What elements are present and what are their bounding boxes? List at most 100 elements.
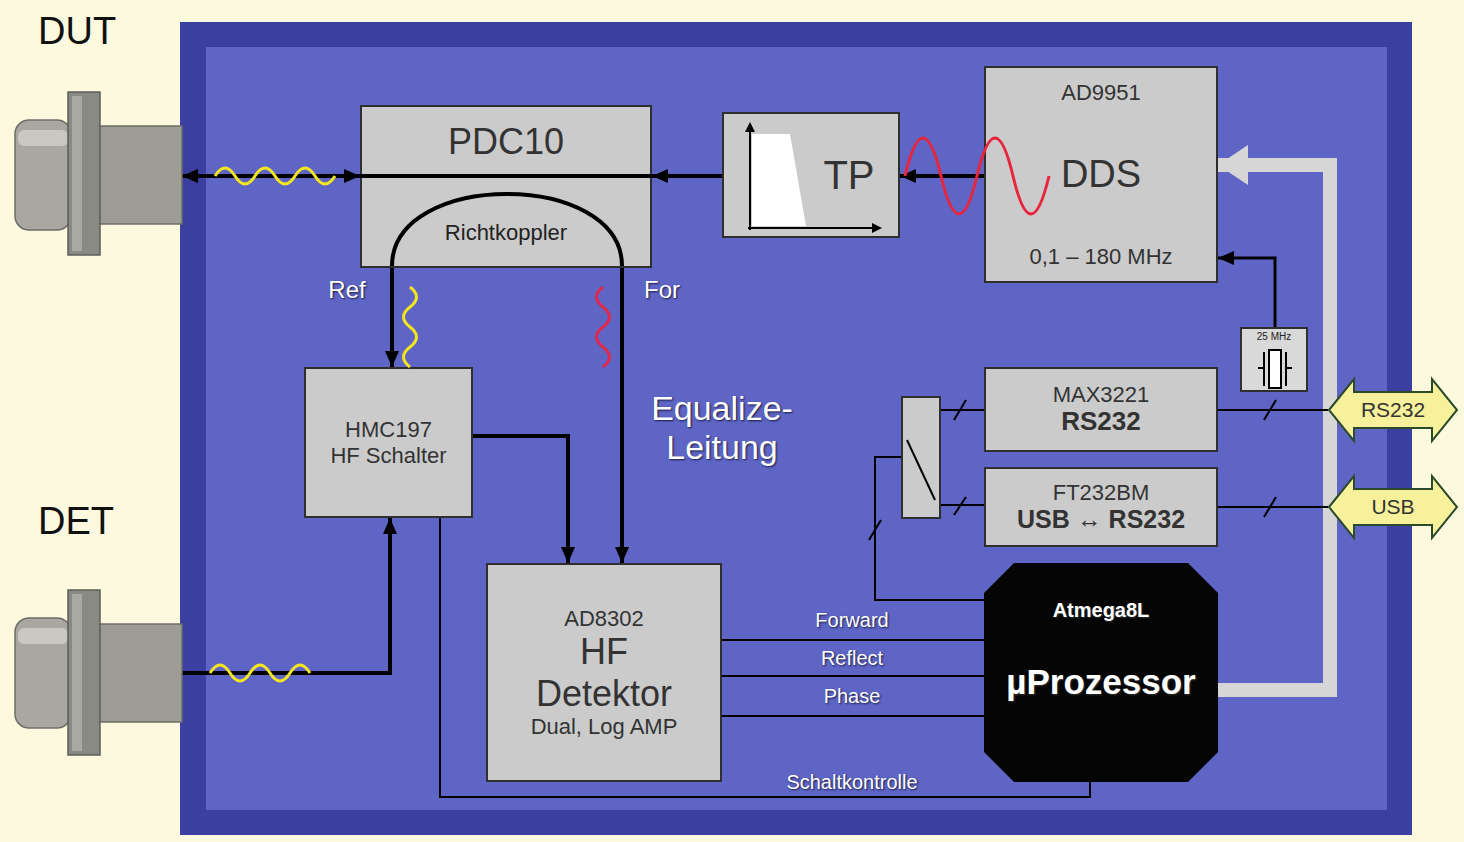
bus-slash-marks bbox=[954, 400, 966, 420]
edge-label-holder: Reflect bbox=[821, 647, 883, 670]
coax-connector bbox=[18, 628, 68, 644]
box-label: Atmega8L bbox=[1053, 599, 1150, 622]
lowpass-symbol bbox=[748, 227, 876, 229]
crystal-symbol bbox=[1269, 350, 1281, 388]
lowpass-symbol bbox=[749, 128, 751, 230]
line-note: Equalize-Leitung bbox=[632, 389, 812, 467]
dds-sine-wave bbox=[905, 138, 1049, 214]
box-label: HF Detektor bbox=[519, 631, 689, 714]
signal-line bbox=[900, 174, 984, 178]
dut-signal-wave bbox=[215, 168, 335, 184]
rf-switch-box: HMC197 HF Schalter bbox=[304, 367, 473, 518]
dds-box: AD9951DDS 0,1 – 180 MHz bbox=[984, 66, 1218, 283]
edge-label-holder: For bbox=[644, 276, 680, 304]
coax-connector bbox=[72, 594, 82, 751]
signal-line bbox=[722, 675, 984, 677]
signal-line bbox=[722, 639, 984, 641]
signal-line bbox=[182, 518, 390, 673]
signal-line bbox=[473, 436, 568, 563]
bus-slash-marks bbox=[869, 400, 1276, 540]
coax-connector bbox=[15, 120, 71, 230]
box-label: HMC197 HF Schalter bbox=[329, 417, 448, 468]
chip-octagon bbox=[984, 563, 1218, 782]
lowpass-symbol bbox=[872, 223, 882, 233]
port-select-switch bbox=[902, 397, 940, 518]
coax-connector bbox=[98, 126, 182, 224]
crystal-box: 25 MHz bbox=[1240, 327, 1308, 392]
box-label: MAX3221 bbox=[1053, 382, 1150, 407]
box-label: DDS bbox=[1061, 153, 1141, 197]
ref-signal-wave bbox=[404, 287, 417, 367]
signal-line bbox=[875, 410, 984, 600]
crystal-symbol bbox=[1258, 350, 1292, 388]
box-label: USB bbox=[1371, 495, 1414, 519]
rs232-port-arrow: RS232 bbox=[1328, 378, 1458, 442]
box-label: FT232BM bbox=[1053, 480, 1150, 505]
bus-slash-marks bbox=[869, 520, 881, 540]
box-label: 0,1 – 180 MHz bbox=[1029, 244, 1172, 269]
signal-line bbox=[722, 715, 984, 717]
box-label: TP bbox=[823, 152, 874, 198]
edge-label-holder: Schaltkontrolle bbox=[786, 771, 917, 794]
coupler-arc bbox=[392, 194, 622, 266]
signal-line bbox=[652, 174, 722, 178]
housing-panel bbox=[206, 47, 1387, 810]
control-bus-arrow bbox=[1218, 165, 1330, 690]
box-label: AD8302 bbox=[564, 606, 644, 631]
signal-line bbox=[1218, 409, 1328, 411]
crystal-symbol bbox=[1286, 367, 1292, 369]
signal-label: For bbox=[644, 276, 680, 304]
through-line bbox=[360, 174, 652, 178]
coax-connector bbox=[18, 130, 68, 146]
coax-connector bbox=[15, 92, 182, 255]
box-label: Richtkoppler bbox=[445, 220, 567, 245]
box-label: AD9951 bbox=[1061, 80, 1141, 105]
signal-label: Ref bbox=[328, 276, 365, 304]
coax-connector bbox=[68, 590, 100, 755]
box-label: Dual, Log AMP bbox=[531, 714, 678, 739]
coax-connector bbox=[72, 96, 82, 251]
bus-slash-marks bbox=[954, 497, 966, 515]
box-label: 25 MHz bbox=[1257, 331, 1291, 343]
signal-label: Schaltkontrolle bbox=[786, 771, 917, 794]
box-label: DET bbox=[38, 500, 114, 544]
signal-line bbox=[1218, 506, 1328, 508]
port-select-switch bbox=[902, 397, 940, 518]
usb-bridge-box: FT232BMUSB ↔ RS232 bbox=[984, 467, 1218, 547]
edge-label-holder: Forward bbox=[815, 609, 888, 632]
detector-box: AD8302HF DetektorDual, Log AMP bbox=[486, 563, 722, 782]
crystal-symbol bbox=[1263, 352, 1265, 386]
edge-label-holder: Ref bbox=[328, 276, 365, 304]
box-label: RS232 bbox=[1361, 398, 1425, 422]
signal-line bbox=[182, 174, 360, 178]
port-select-switch bbox=[907, 440, 935, 500]
coax-connector bbox=[68, 92, 100, 255]
directional-coupler-box: PDC10Richtkoppler bbox=[360, 105, 652, 268]
coax-connector bbox=[15, 590, 182, 755]
signal-line bbox=[390, 268, 394, 367]
crystal-symbol bbox=[1258, 367, 1264, 369]
note-holder: Equalize-Leitung bbox=[632, 389, 812, 467]
box-label: RS232 bbox=[1061, 407, 1141, 437]
lowpass-filter-box: TP bbox=[722, 112, 900, 238]
rs232-driver-box: MAX3221RS232 bbox=[984, 367, 1218, 452]
signal-line bbox=[1218, 258, 1275, 327]
signal-line bbox=[875, 457, 984, 600]
double-arrow bbox=[1329, 476, 1457, 538]
microprocessor-chip: Atmega8LµProzessor bbox=[984, 563, 1218, 782]
for-signal-wave bbox=[597, 287, 610, 367]
signal-line bbox=[620, 268, 624, 563]
box-label: DUT bbox=[38, 10, 116, 54]
housing-frame bbox=[180, 22, 1412, 835]
box-label: USB ↔ RS232 bbox=[1017, 505, 1185, 534]
double-arrow bbox=[1329, 379, 1457, 441]
connector-layer bbox=[182, 165, 1330, 797]
bus-slash-marks bbox=[1264, 497, 1276, 517]
box-label: PDC10 bbox=[448, 121, 564, 162]
lowpass-symbol bbox=[752, 134, 806, 226]
signal-label: Phase bbox=[824, 685, 881, 708]
coax-connector bbox=[98, 624, 182, 722]
det-connector: DET bbox=[10, 500, 182, 758]
det-signal-wave bbox=[210, 665, 310, 681]
bus-slash-marks bbox=[1264, 400, 1276, 420]
